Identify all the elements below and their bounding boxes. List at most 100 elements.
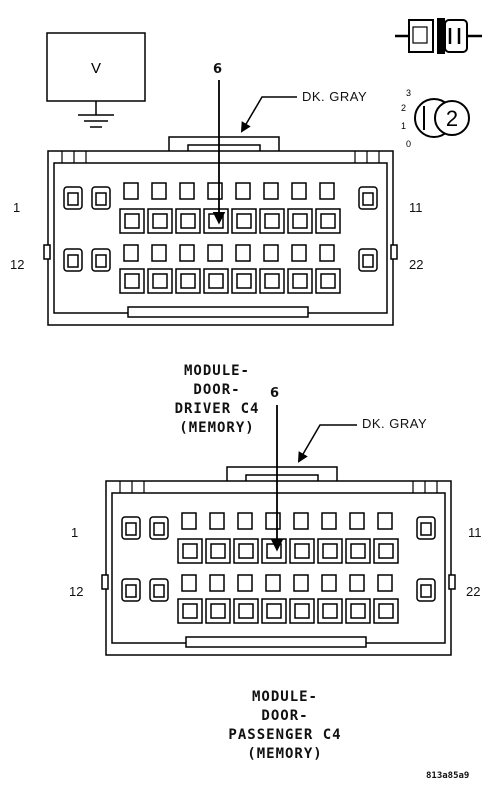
terminal-slot	[349, 512, 365, 530]
pin-label-driver-11: 11	[409, 200, 423, 215]
terminal-cavity-inner	[350, 543, 366, 559]
wire-color-driver: DK. GRAY	[302, 89, 368, 104]
pin-callout-driver: 6	[213, 62, 223, 77]
terminal-cavity	[317, 598, 343, 624]
terminal-cavity-inner	[294, 543, 310, 559]
pin-callout-passenger: 6	[270, 386, 280, 401]
terminal-slot	[123, 182, 139, 200]
terminal-slot	[235, 182, 251, 200]
terminal-cavity	[175, 268, 201, 294]
terminal-cavity	[233, 538, 259, 564]
terminal-slot	[237, 574, 253, 592]
terminal-slot	[123, 244, 139, 262]
terminal-slot	[263, 182, 279, 200]
cavity-latch-inner	[67, 254, 79, 268]
bottom-rail	[127, 306, 309, 318]
title-line: MODULE-	[183, 363, 250, 379]
terminal-slot	[293, 512, 309, 530]
ignition-position-1: 1	[401, 121, 406, 131]
terminal-cavity-inner	[210, 603, 226, 619]
side-key	[448, 574, 456, 590]
terminal-cavity-inner	[322, 603, 338, 619]
terminal-cavity	[317, 538, 343, 564]
terminal-cavity-inner	[264, 213, 280, 229]
terminal-cavity-inner	[180, 213, 196, 229]
connector-driver-c4	[43, 136, 398, 326]
terminal-cavity-inner	[152, 273, 168, 289]
terminal-slot	[235, 244, 251, 262]
title-line: PASSENGER C4	[228, 727, 342, 743]
terminal-slot	[237, 512, 253, 530]
pin-label-passenger-11: 11	[468, 525, 482, 540]
cavity-latch-inner	[153, 584, 165, 598]
cavity-latch-inner	[153, 522, 165, 536]
terminal-slot	[263, 244, 279, 262]
voltmeter: V	[46, 32, 146, 128]
terminal-cavity-inner	[124, 273, 140, 289]
terminal-slot	[291, 244, 307, 262]
wire-color-passenger: DK. GRAY	[362, 416, 428, 431]
terminal-cavity-inner	[320, 213, 336, 229]
disconnected-connector-icon	[395, 18, 482, 54]
title-line: DOOR-	[261, 708, 309, 724]
title-line: DRIVER C4	[174, 401, 260, 417]
pin-label-passenger-1: 1	[71, 525, 79, 540]
connector-title-driver: MODULE- DOOR- DRIVER C4 (MEMORY)	[122, 362, 312, 438]
side-key	[101, 574, 109, 590]
terminal-slot	[181, 512, 197, 530]
side-key	[390, 244, 398, 260]
ignition-position-2: 2	[401, 103, 406, 113]
voltmeter-symbol: V	[91, 60, 101, 77]
terminal-slot	[319, 182, 335, 200]
terminal-cavity-inner	[210, 543, 226, 559]
terminal-cavity-inner	[238, 603, 254, 619]
cavity-latch-inner	[125, 522, 137, 536]
terminal-cavity-inner	[378, 603, 394, 619]
terminal-slot	[321, 512, 337, 530]
wire-color-leader-driver	[240, 96, 297, 133]
pin-label-passenger-12: 12	[69, 584, 84, 599]
terminal-slot	[179, 182, 195, 200]
terminal-cavity-inner	[264, 273, 280, 289]
title-line: (MEMORY)	[179, 420, 255, 436]
ignition-key-icon: 3 2 1 0 2	[401, 88, 470, 149]
terminal-slot	[181, 574, 197, 592]
terminal-cavity-inner	[292, 213, 308, 229]
terminal-slot	[377, 512, 393, 530]
terminal-cavity-inner	[182, 543, 198, 559]
pin-label-driver-12: 12	[10, 257, 25, 272]
terminal-cavity-inner	[124, 213, 140, 229]
connector-title-passenger: MODULE- DOOR- PASSENGER C4 (MEMORY)	[190, 688, 380, 764]
title-line: (MEMORY)	[247, 746, 323, 762]
cavity-latch-inner	[67, 192, 79, 206]
cavity-latch-inner	[420, 522, 432, 536]
terminal-slot	[207, 244, 223, 262]
title-line: DOOR-	[193, 382, 241, 398]
figure-code: 813a85a9	[426, 771, 470, 781]
terminal-cavity-inner	[266, 543, 282, 559]
terminal-slot	[265, 574, 281, 592]
terminal-cavity-inner	[294, 603, 310, 619]
title-line: MODULE-	[251, 689, 318, 705]
terminal-slot	[291, 182, 307, 200]
terminal-cavity-inner	[292, 273, 308, 289]
wire-color-leader-passenger	[297, 424, 357, 463]
terminal-cavity-inner	[266, 603, 282, 619]
cavity-latch-inner	[362, 192, 374, 206]
terminal-slot	[293, 574, 309, 592]
bottom-rail	[185, 636, 367, 648]
terminal-slot	[377, 574, 393, 592]
ignition-position-0: 0	[406, 139, 411, 149]
pin-label-passenger-22: 22	[466, 584, 481, 599]
terminal-cavity-inner	[208, 213, 224, 229]
terminal-slot	[321, 574, 337, 592]
terminal-cavity-inner	[236, 213, 252, 229]
terminal-cavity-inner	[236, 273, 252, 289]
terminal-cavity-inner	[208, 273, 224, 289]
connector-passenger-c4	[101, 466, 456, 656]
cavity-latch-inner	[95, 254, 107, 268]
ignition-position-3: 3	[406, 88, 411, 98]
side-key	[43, 244, 51, 260]
terminal-cavity-inner	[182, 603, 198, 619]
